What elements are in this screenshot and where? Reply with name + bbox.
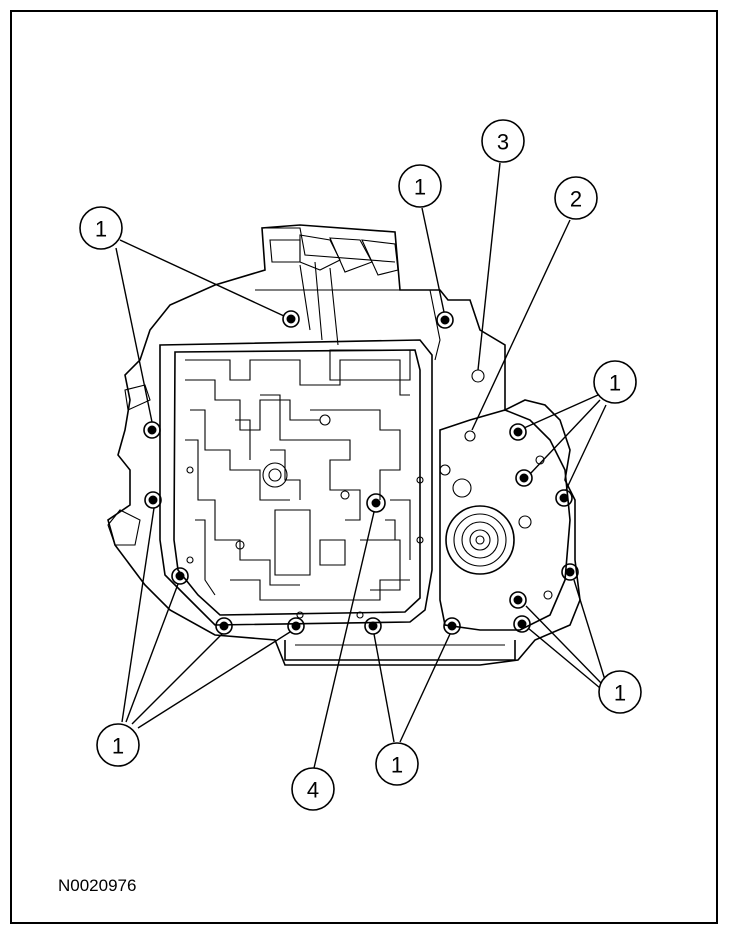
callout-3: 3: [481, 119, 525, 163]
bolt: [436, 311, 454, 329]
bolt: [282, 310, 300, 328]
callout-4: 4: [291, 767, 335, 811]
svg-text:1: 1: [112, 734, 124, 759]
bolt: [144, 491, 162, 509]
callout-2: 2: [554, 176, 598, 220]
callouts: 1 1 3 2 1 1 1 1: [79, 119, 642, 811]
callout-1-top-left: 1: [79, 206, 123, 250]
valve-fitting: [366, 493, 386, 513]
bolt: [443, 617, 461, 635]
svg-text:4: 4: [307, 778, 319, 803]
svg-text:2: 2: [570, 187, 582, 212]
bolt: [364, 617, 382, 635]
svg-text:1: 1: [614, 681, 626, 706]
bolt: [561, 563, 579, 581]
svg-text:1: 1: [95, 217, 107, 242]
valve-body: [159, 339, 433, 626]
bolt: [509, 591, 527, 609]
callout-1-bottom-left: 1: [96, 723, 140, 767]
callout-1-bottom-center: 1: [375, 742, 419, 786]
bolt: [555, 489, 573, 507]
leader-lines: [115, 162, 607, 769]
svg-text:1: 1: [609, 371, 621, 396]
bolt: [215, 617, 233, 635]
svg-text:1: 1: [414, 175, 426, 200]
bolt: [171, 567, 189, 585]
svg-text:3: 3: [497, 130, 509, 155]
transmission-case: [107, 224, 581, 666]
svg-text:1: 1: [391, 753, 403, 778]
figure-frame: [10, 10, 718, 924]
bolt: [143, 421, 161, 439]
callout-1-right: 1: [593, 360, 637, 404]
bolt: [509, 423, 527, 441]
bolt: [515, 469, 533, 487]
bolt: [287, 617, 305, 635]
bolts: [143, 310, 579, 635]
callout-1-bottom-right: 1: [598, 670, 642, 714]
bolt: [513, 615, 531, 633]
callout-1-top: 1: [398, 164, 442, 208]
figure-id: N0020976: [58, 876, 137, 895]
